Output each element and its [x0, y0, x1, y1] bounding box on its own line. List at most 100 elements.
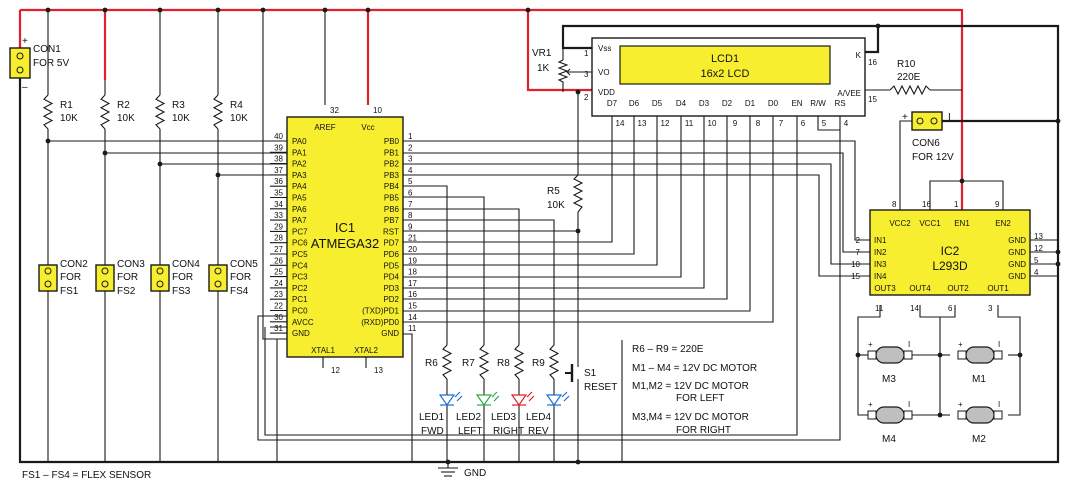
- led-resistor-name-1: R6: [425, 358, 438, 369]
- pullup-resistor-2: [99, 94, 111, 130]
- motor-minus-3: I: [908, 400, 910, 409]
- note-1: R6 – R9 = 220E: [632, 344, 704, 355]
- ic1-right-pin-label-7: PB7: [384, 216, 400, 225]
- lcd-left-pin-label-1: VO: [598, 68, 610, 77]
- lcd-right-pin-num-1: 15: [868, 95, 877, 104]
- motor-shaft-left-4: [957, 410, 967, 420]
- sensor-pin-b-3: [156, 280, 164, 288]
- ic1-left-pin-num-9: 28: [274, 234, 283, 243]
- ic1-left-pin-num-13: 24: [274, 279, 283, 288]
- ic1-right-pin-label-10: PD6: [383, 250, 399, 259]
- sensor-pin-a-4: [214, 267, 222, 275]
- ic2-top-pin-num-2: 1: [954, 200, 959, 209]
- sensor-id-4: FS4: [230, 286, 249, 297]
- motor-minus-2: I: [998, 340, 1000, 349]
- lcd-bottom-pin-label-6: D1: [745, 99, 756, 108]
- lcd-right-pin-num-0: 16: [868, 58, 877, 67]
- note-6: FOR RIGHT: [676, 425, 731, 436]
- ic1-left-pin-label-8: PC7: [292, 227, 308, 236]
- vr1-name: VR1: [532, 48, 552, 59]
- ic1-left-pin-num-2: 38: [274, 155, 283, 164]
- pullup-name-1: R1: [60, 100, 73, 111]
- led-2-icon: [476, 391, 500, 406]
- ic1-left-pin-label-5: PA5: [292, 194, 307, 203]
- ic1-right-pin-label-0: PB0: [384, 137, 400, 146]
- con6-label: FOR 12V: [912, 152, 954, 163]
- ic2-right-pin-label-0: GND: [1008, 236, 1026, 245]
- ic1-right-pin-num-4: 5: [408, 177, 413, 186]
- ic1-left-pin-label-14: PC1: [292, 295, 308, 304]
- ic1-left-pin-num-0: 40: [274, 132, 283, 141]
- motor-shaft-left-3: [867, 410, 877, 420]
- lcd-bottom-pin-num-7: 7: [779, 119, 784, 128]
- ic1-right-pin-num-5: 6: [408, 189, 413, 198]
- ic1-right-pin-num-16: 14: [408, 313, 417, 322]
- motor-minus-1: I: [908, 340, 910, 349]
- motor-name-3: M4: [882, 434, 896, 445]
- ic2-bottom-pin-num-0: 11: [875, 304, 884, 313]
- motor-plus-2: +: [958, 340, 963, 349]
- motor-3-icon: [875, 406, 905, 424]
- lcd-bottom-pin-num-0: 14: [616, 119, 625, 128]
- led-name-4: LED4: [526, 412, 551, 423]
- con1-name: CON1: [33, 44, 61, 55]
- ic1-left-pin-num-10: 27: [274, 245, 283, 254]
- ic1-top-pin-num-1: 10: [373, 106, 382, 115]
- motor-shaft-left-1: [867, 350, 877, 360]
- ic2-name: IC2: [941, 244, 960, 258]
- sensor-pin-b-4: [214, 280, 222, 288]
- ic2-left-pin-num-0: 2: [856, 236, 861, 245]
- ic1-bottom-pin-num-0: 12: [331, 366, 340, 375]
- ic2-top-pin-label-1: VCC1: [919, 219, 941, 228]
- ic2-top-pin-num-1: 16: [922, 200, 931, 209]
- lcd-bottom-pin-num-1: 13: [638, 119, 647, 128]
- ic1-right-pin-label-9: PD7: [383, 239, 399, 248]
- led-func-2: LEFT: [458, 426, 482, 437]
- ic1-left-pin-num-1: 39: [274, 143, 283, 152]
- lcd-bottom-pin-label-7: D0: [768, 99, 779, 108]
- ic2-left-pin-label-3: IN4: [874, 272, 887, 281]
- ic1-left-pin-label-1: PA1: [292, 148, 307, 157]
- lcd-bottom-pin-num-9: 5: [822, 119, 827, 128]
- ic1-left-pin-label-11: PC4: [292, 261, 308, 270]
- pullup-resistor-4: [212, 94, 224, 130]
- lcd-bottom-pin-num-10: 4: [844, 119, 849, 128]
- ic2-bottom-pin-num-2: 6: [948, 304, 953, 313]
- ic1-left-pin-num-7: 33: [274, 211, 283, 220]
- ic1-bottom-pin-label-1: XTAL2: [354, 346, 378, 355]
- s1-func: RESET: [584, 382, 617, 393]
- ic1-part: ATMEGA32: [311, 236, 379, 251]
- ic1-left-pin-label-12: PC3: [292, 273, 308, 282]
- ic2-bottom-pin-label-3: OUT1: [987, 284, 1009, 293]
- motor-plus-3: +: [868, 400, 873, 409]
- ic1-right-pin-num-13: 17: [408, 279, 417, 288]
- con6-plus: +: [902, 112, 908, 123]
- motor-shaft-right-4: [993, 410, 1003, 420]
- con6-minus: I: [948, 112, 951, 123]
- motor-plus-1: +: [868, 340, 873, 349]
- motor-2-icon: [965, 346, 995, 364]
- lcd-bottom-pin-label-3: D4: [676, 99, 687, 108]
- lcd-pins: VssVOVDDD714D613D512D411D310D29D18D07EN6…: [598, 44, 877, 128]
- ic1-right-pin-num-3: 4: [408, 166, 413, 175]
- sensor-connector-1: [38, 264, 58, 292]
- led-func-3: RIGHT: [493, 426, 524, 437]
- ic2-bottom-pin-num-1: 14: [910, 304, 919, 313]
- ground-symbol: GND: [438, 462, 486, 479]
- ic1-right-pin-label-15: (TXD)PD1: [362, 307, 399, 316]
- lcd-bottom-pin-label-9: R/W: [810, 99, 826, 108]
- lcd-name: LCD1: [711, 53, 739, 65]
- motor-name-4: M2: [972, 434, 986, 445]
- ic2-right-pin-num-2: 5: [1034, 256, 1039, 265]
- dc-motors: +IM3+IM1+IM4+IM2: [867, 340, 1003, 445]
- vr1-pin-2: 2: [584, 93, 589, 102]
- led-resistor-name-2: R7: [462, 358, 475, 369]
- led-func-4: REV: [528, 426, 549, 437]
- ic1-right-pin-num-11: 19: [408, 256, 417, 265]
- ic1-left-pin-label-3: PA3: [292, 171, 307, 180]
- ic2-left-pin-num-1: 7: [856, 248, 861, 257]
- ic1-left-pin-num-16: 30: [274, 313, 283, 322]
- sensor-connector-4: [208, 264, 228, 292]
- lcd-bottom-pin-label-5: D2: [722, 99, 733, 108]
